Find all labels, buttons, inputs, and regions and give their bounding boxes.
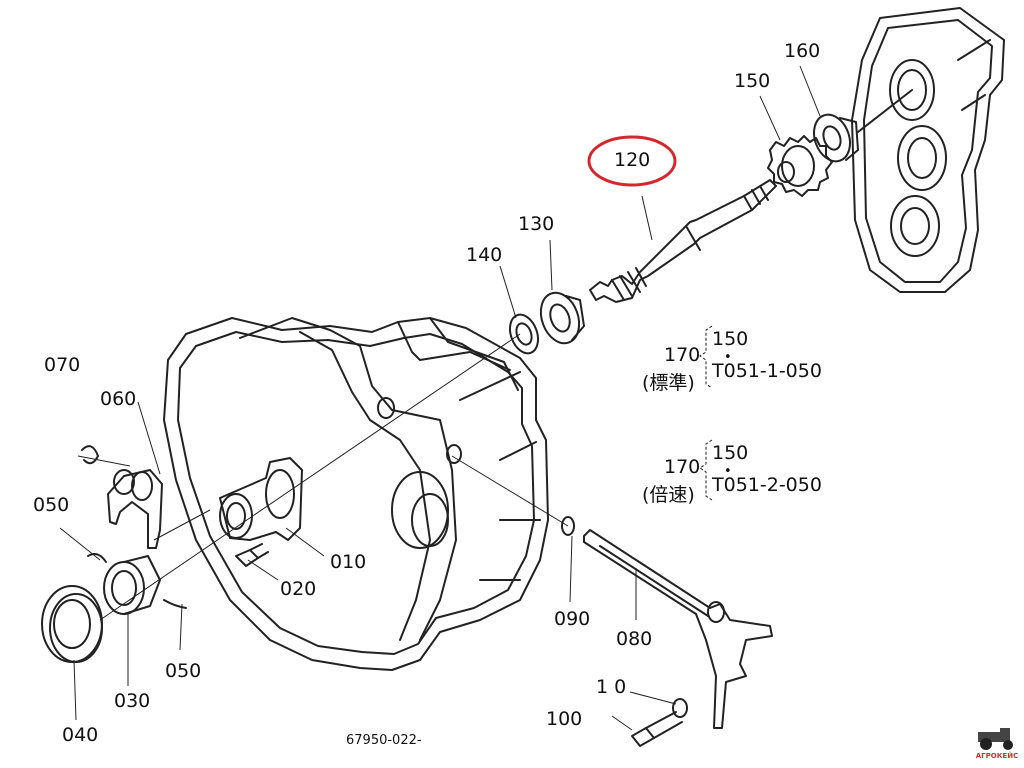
callout-060: 060 bbox=[100, 388, 137, 410]
callout-070: 070 bbox=[44, 354, 81, 376]
callout-130: 130 bbox=[518, 213, 555, 235]
seal-040-drawing bbox=[41, 585, 103, 663]
note-double-top: 150 bbox=[712, 442, 749, 464]
note-standard-kind: (標準) bbox=[642, 372, 695, 394]
callout-050-right: 050 bbox=[165, 660, 202, 682]
clutch-housing bbox=[163, 317, 549, 671]
note-double-code: T051-2-050 bbox=[712, 474, 822, 496]
callout-10: 1 0 bbox=[596, 676, 627, 698]
clip-050-drawing bbox=[87, 553, 187, 609]
bearing-030-drawing bbox=[103, 555, 161, 615]
clip-070-drawing bbox=[81, 445, 99, 465]
watermark-text: АГРОКЕЙС bbox=[975, 752, 1019, 760]
note-standard-dot: • bbox=[724, 350, 732, 365]
sleeve-010-drawing bbox=[219, 457, 303, 541]
callout-090: 090 bbox=[554, 608, 591, 630]
note-standard-top: 150 bbox=[712, 328, 749, 350]
bolt-020-drawing bbox=[235, 543, 269, 567]
note-double-number: 170 bbox=[664, 456, 701, 478]
highlight-ring bbox=[587, 135, 677, 187]
note-double-kind: (倍速) bbox=[642, 484, 695, 506]
watermark-logo: АГРОКЕЙС bbox=[972, 724, 1022, 764]
shaft-080-drawing bbox=[561, 516, 773, 729]
fork-060-drawing bbox=[107, 469, 163, 549]
drawing-code: 67950-022- bbox=[346, 733, 422, 748]
note-standard-code: T051-1-050 bbox=[712, 360, 822, 382]
gear-150-drawing bbox=[767, 135, 833, 197]
note-standard-number: 170 bbox=[664, 344, 701, 366]
callout-140: 140 bbox=[466, 244, 503, 266]
callout-050-left: 050 bbox=[33, 494, 70, 516]
callout-010: 010 bbox=[330, 551, 367, 573]
bearing-130-drawing bbox=[539, 291, 585, 345]
leader-lines bbox=[59, 65, 821, 731]
shaft-120-drawing bbox=[589, 179, 777, 303]
ring-140-drawing bbox=[508, 313, 540, 355]
bolt-100-drawing bbox=[631, 698, 688, 747]
callout-020: 020 bbox=[280, 578, 317, 600]
callout-120: 120 bbox=[614, 149, 651, 171]
bearing-160-drawing bbox=[813, 89, 913, 163]
callout-040: 040 bbox=[62, 724, 99, 746]
callout-080: 080 bbox=[616, 628, 653, 650]
callout-150: 150 bbox=[734, 70, 771, 92]
note-double-dot: • bbox=[724, 464, 732, 479]
callout-160: 160 bbox=[784, 40, 821, 62]
tractor-icon bbox=[978, 728, 1013, 750]
note-brackets bbox=[699, 325, 713, 501]
rear-cover-plate bbox=[851, 7, 1005, 293]
callout-030: 030 bbox=[114, 690, 151, 712]
callout-100: 100 bbox=[546, 708, 583, 730]
